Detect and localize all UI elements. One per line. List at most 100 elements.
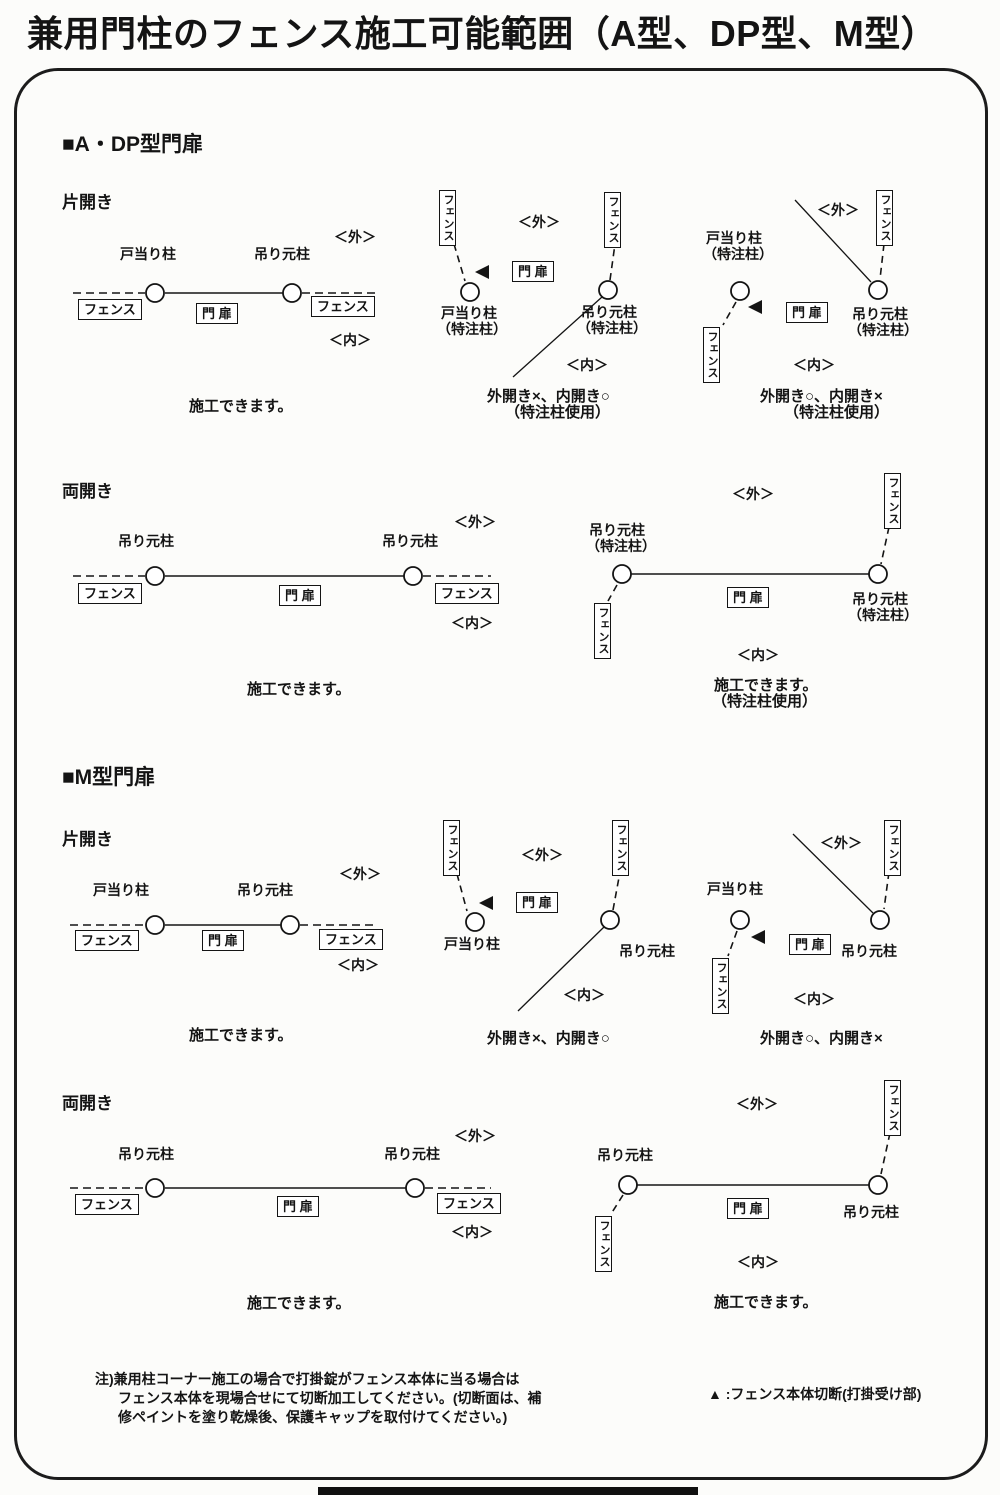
cut-marker-triangle (479, 896, 493, 910)
caption-custom-post-used: （特注柱使用） (505, 404, 611, 421)
hinge-post-label: 吊り元柱 (581, 304, 637, 320)
hinge-post-label: 吊り元柱 (619, 943, 675, 959)
inside-label: ＜内＞ (563, 987, 605, 1003)
hinge-post-label: 吊り元柱 (841, 943, 897, 959)
door-stop-post-label: 戸当り柱 (444, 936, 500, 952)
subsection-adp-double: 両開き (62, 482, 113, 501)
gate-swing-line (517, 926, 605, 1012)
hinge-post-label: 吊り元柱 (254, 246, 310, 262)
fence-dashed-line (607, 584, 618, 602)
fence-box-label: フェンス (75, 1194, 139, 1215)
fence-vertical-box-label: フェンス (703, 327, 720, 383)
gate-box-label: 門 扉 (512, 261, 554, 282)
gate-box-label: 門 扉 (279, 585, 321, 606)
post-circle (280, 915, 300, 935)
post-circle (405, 1178, 425, 1198)
gate-box-label: 門 扉 (277, 1196, 319, 1217)
hinge-post-label: 吊り元柱 (237, 882, 293, 898)
post-circle (618, 1175, 638, 1195)
fence-vertical-box-label: フェンス (594, 603, 611, 659)
hinge-post-label: 吊り元柱 (843, 1204, 899, 1220)
gate-swing-line (792, 833, 874, 914)
inside-label: ＜内＞ (329, 332, 371, 348)
scan-artifact-bar (318, 1487, 698, 1495)
hinge-post-label: 吊り元柱 (384, 1146, 440, 1162)
fence-vertical-box-label: フェンス (884, 820, 901, 876)
post-circle (145, 283, 165, 303)
gate-swing-line (512, 296, 603, 378)
inside-label: ＜内＞ (337, 957, 379, 973)
gate-box-label: 門 扉 (516, 892, 558, 913)
caption-can-install: 施工できます。 (247, 681, 351, 698)
gate-box-label: 門 扉 (202, 930, 244, 951)
post-circle (868, 564, 888, 584)
gate-box-label: 門 扉 (789, 934, 831, 955)
custom-post-label: （特注柱） (586, 538, 656, 554)
post-circle (868, 1175, 888, 1195)
fence-box-label: フェンス (311, 296, 375, 317)
fence-dashed-line (727, 930, 738, 957)
fence-dashed-line (609, 243, 616, 281)
subsection-adp-single: 片開き (62, 193, 113, 212)
outside-label: ＜外＞ (736, 1096, 778, 1112)
post-circle (145, 915, 165, 935)
post-circle (730, 910, 750, 930)
gate-box-label: 門 扉 (727, 1198, 769, 1219)
post-circle (282, 283, 302, 303)
door-stop-post-label: 戸当り柱 (706, 230, 762, 246)
fence-dashed-line (722, 301, 737, 326)
gate-swing-line (794, 199, 872, 283)
caption-can-install: 施工できます。 (189, 1027, 293, 1044)
fence-vertical-box-label: フェンス (604, 192, 621, 248)
caption-outward-ok-inward-no: 外開き○、内開き× (760, 388, 883, 405)
post-circle (460, 282, 480, 302)
inside-label: ＜内＞ (566, 357, 608, 373)
caption-can-install: 施工できます。 (714, 1294, 818, 1311)
custom-post-label: （特注柱） (703, 246, 773, 262)
door-stop-post-label: 戸当り柱 (93, 882, 149, 898)
section-heading-adp: ■A・DP型門扉 (62, 133, 204, 156)
outside-label: ＜外＞ (334, 229, 376, 245)
outside-label: ＜外＞ (817, 202, 859, 218)
outside-label: ＜外＞ (454, 1128, 496, 1144)
subsection-m-single: 片開き (62, 830, 113, 849)
caption-can-install: 施工できます。 (714, 677, 818, 694)
cut-marker-triangle (748, 300, 762, 314)
post-circle (868, 280, 888, 300)
fence-vertical-box-label: フェンス (884, 473, 901, 529)
fence-vertical-box-label: フェンス (712, 958, 729, 1014)
page-title: 兼用門柱のフェンス施工可能範囲（A型、DP型、M型） (27, 13, 938, 54)
inside-label: ＜内＞ (451, 615, 493, 631)
fence-vertical-box-label: フェンス (884, 1080, 901, 1136)
inside-label: ＜内＞ (737, 1254, 779, 1270)
door-stop-post-label: 戸当り柱 (441, 305, 497, 321)
hinge-post-label: 吊り元柱 (852, 306, 908, 322)
custom-post-label: （特注柱） (848, 607, 918, 623)
fence-box-label: フェンス (78, 299, 142, 320)
fence-dashed-line (456, 873, 468, 912)
hinge-post-label: 吊り元柱 (597, 1147, 653, 1163)
footer-note-line-1: 注)兼用柱コーナー施工の場合で打掛錠がフェンス本体に当る場合は (95, 1371, 520, 1387)
inside-label: ＜内＞ (737, 647, 779, 663)
post-circle (612, 564, 632, 584)
caption-custom-post-used: （特注柱使用） (712, 693, 818, 710)
outside-label: ＜外＞ (454, 514, 496, 530)
post-circle (403, 566, 423, 586)
gate-box-label: 門 扉 (196, 303, 238, 324)
fence-dashed-line (880, 526, 890, 565)
inside-label: ＜内＞ (793, 991, 835, 1007)
post-circle (730, 281, 750, 301)
fence-vertical-box-label: フェンス (439, 190, 456, 246)
caption-can-install: 施工できます。 (189, 398, 293, 415)
fence-dashed-line (883, 871, 890, 910)
fence-box-label: フェンス (435, 583, 499, 604)
post-circle (598, 280, 618, 300)
caption-outward-ok-inward-no: 外開き○、内開き× (760, 1030, 883, 1047)
fence-dashed-line (880, 1132, 891, 1175)
post-circle (600, 910, 620, 930)
section-heading-m: ■M型門扉 (62, 766, 156, 789)
fence-box-label: フェンス (75, 930, 139, 951)
post-circle (145, 1178, 165, 1198)
door-stop-post-label: 戸当り柱 (707, 881, 763, 897)
